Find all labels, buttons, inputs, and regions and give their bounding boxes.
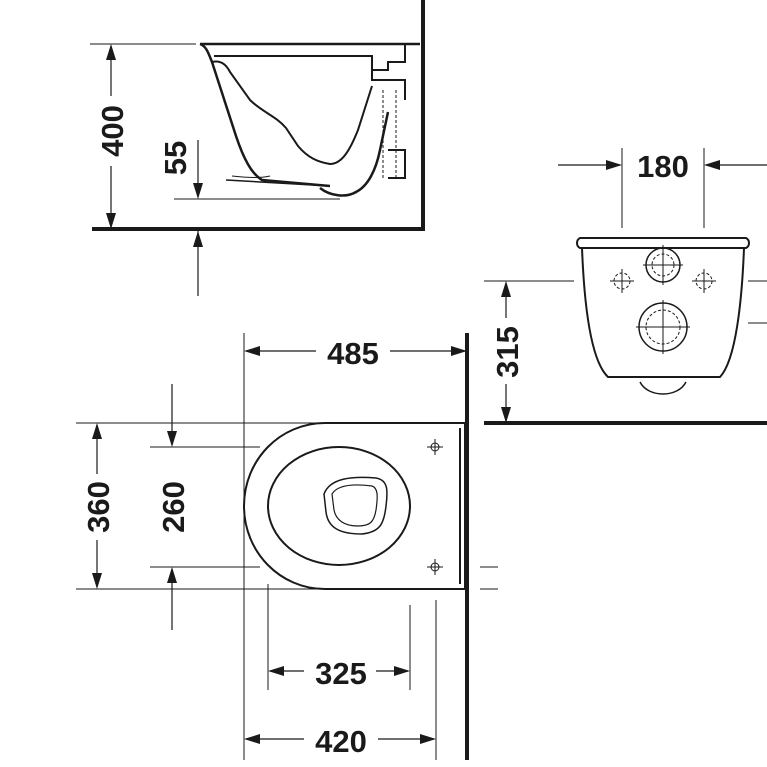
dimension-485-label: 485: [327, 336, 379, 371]
dimension-400-label: 400: [95, 105, 130, 157]
dimension-360-label: 360: [81, 481, 116, 533]
dimension-260: 260: [150, 384, 260, 630]
side-view-toilet-outline: [199, 42, 420, 197]
dimension-400: 400: [90, 43, 196, 229]
front-view-toilet-outline: [576, 237, 750, 395]
dimension-180-label: 180: [637, 149, 689, 184]
dimension-260-label: 260: [156, 481, 191, 533]
side-view: 400 55: [90, 0, 425, 296]
dimension-325: 325: [267, 584, 411, 691]
dimension-315: 315: [484, 280, 767, 423]
dimension-55-label: 55: [158, 141, 193, 175]
dimension-325-label: 325: [315, 656, 367, 691]
front-view: 180 315: [484, 148, 767, 425]
top-view-toilet-outline: [242, 422, 498, 590]
dimension-55: 55: [158, 140, 340, 296]
dimension-485: 485: [243, 333, 467, 500]
dimension-315-label: 315: [490, 326, 525, 378]
dimension-360: 360: [76, 422, 320, 590]
dimension-180: 180: [558, 148, 767, 228]
dimension-420-label: 420: [315, 724, 367, 759]
dimension-420: 420: [243, 510, 437, 760]
top-view: 485 360 260: [76, 333, 498, 760]
